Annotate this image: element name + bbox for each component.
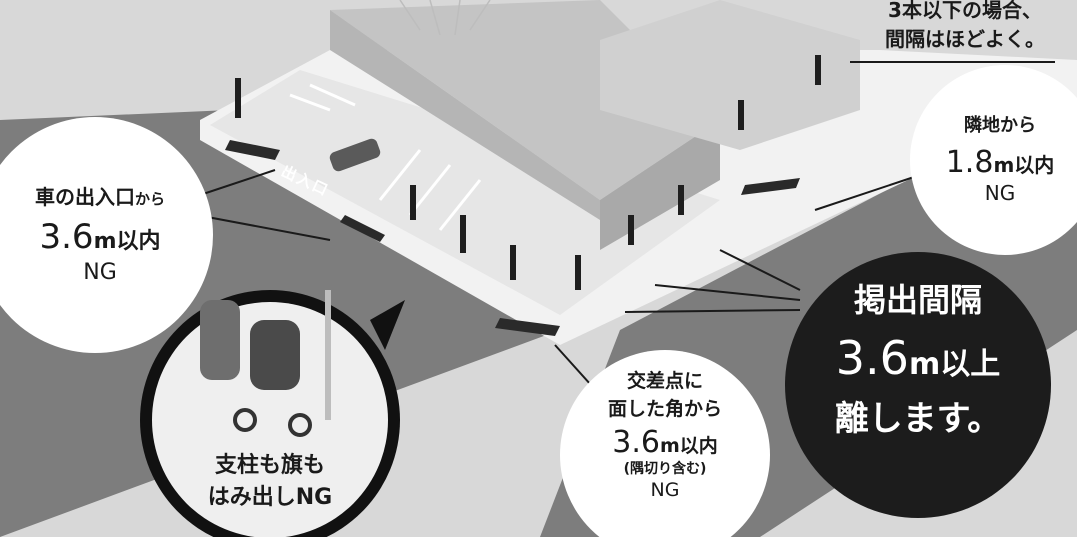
callout-neighbor-bubble	[910, 65, 1077, 255]
parking-lines	[289, 83, 482, 231]
callout-intersection-line2: 面した角から	[607, 397, 722, 420]
annex-building	[600, 0, 860, 150]
callout-pole: 支柱も旗も はみ出しNG	[185, 452, 355, 511]
callout-neighbor: 隣地から 1.8m以内 NG	[930, 115, 1070, 206]
callout-car-bubble	[0, 117, 213, 353]
stroller-scene	[200, 290, 331, 437]
callout-intersection-value: 3.6	[612, 424, 660, 460]
callout-pole-line1: 支柱も旗も	[214, 453, 325, 478]
sun-rays	[399, 0, 491, 36]
top-note-line2: 間隔はほどよく。	[885, 27, 1045, 51]
magnifier-pointer	[370, 300, 405, 350]
building-front	[330, 10, 600, 220]
callout-car-suffix: から	[134, 190, 165, 208]
callout-car: 車の出入口から 3.6m以内 NG	[10, 185, 190, 286]
callout-car-value: 3.6	[39, 217, 94, 257]
callout-neighbor-unit: m以内	[993, 152, 1055, 177]
callout-intersection-note: (隅切り含む)	[623, 461, 707, 477]
callout-pole-line2: はみ出しNG	[207, 484, 333, 510]
callout-interval-line3: 離します。	[834, 398, 1002, 439]
callout-neighbor-value: 1.8	[945, 144, 994, 180]
callout-intersection-bubble	[560, 350, 770, 537]
callout-car-unit: m以内	[93, 229, 161, 254]
callout-interval: 掲出間隔 3.6m以上 離します。	[800, 280, 1036, 440]
callout-neighbor-ng: NG	[984, 181, 1016, 205]
callout-interval-bubble	[785, 252, 1051, 518]
callout-interval-value: 3.6	[835, 331, 909, 385]
callout-car-line1: 車の出入口	[34, 185, 135, 209]
callout-intersection: 交差点に 面した角から 3.6m以内 (隅切り含む) NG	[585, 370, 745, 502]
top-note-line1: 3本以下の場合、	[888, 0, 1042, 22]
callout-interval-line1: 掲出間隔	[853, 281, 982, 319]
hatch-zones	[225, 140, 800, 336]
callout-intersection-unit: m以内	[659, 434, 718, 457]
callout-intersection-line1: 交差点に	[626, 370, 703, 392]
callout-neighbor-line1: 隣地から	[964, 115, 1036, 136]
car	[329, 138, 381, 172]
callout-intersection-ng: NG	[650, 478, 680, 501]
flags	[235, 55, 821, 290]
parking-lot	[210, 70, 720, 315]
callout-interval-unit: m以上	[908, 347, 1001, 382]
callout-car-ng: NG	[83, 259, 117, 285]
top-note: 3本以下の場合、 間隔はほどよく。	[870, 0, 1060, 52]
